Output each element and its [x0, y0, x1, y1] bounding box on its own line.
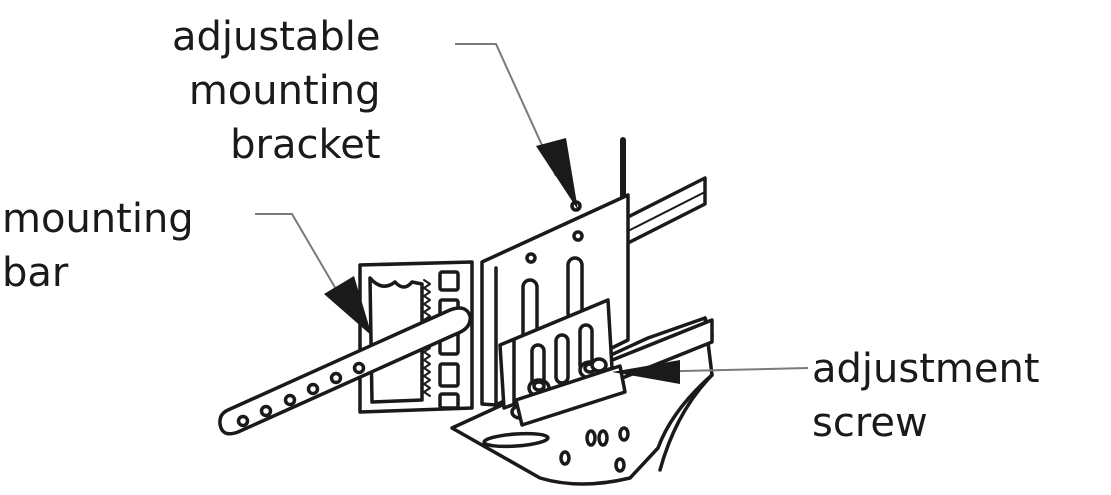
hardware-illustration [218, 137, 714, 486]
screw-label-line-2: screw [812, 400, 928, 446]
bar-label-line-2: bar [2, 250, 69, 296]
bracket-label-line-2: mounting [188, 68, 381, 114]
rear-rail [624, 176, 707, 246]
tab-plate [514, 364, 627, 427]
leader-arrowheads [324, 138, 680, 384]
bar-leader-line [255, 213, 341, 297]
bracket-label-line-1: adjustable [172, 14, 381, 60]
bracket-label-line-3: bracket [230, 122, 381, 168]
mounting-bar [218, 306, 472, 436]
bracket-callout: adjustable mounting bracket [172, 10, 381, 172]
bar-label-line-1: mounting [2, 196, 194, 242]
bar-arrowhead [324, 276, 372, 336]
screw-arrowhead [612, 360, 680, 384]
bracket-arrowhead [536, 138, 578, 210]
screw-callout: adjustment screw [812, 342, 1040, 450]
screw-label-line-1: adjustment [812, 346, 1040, 392]
bar-callout: mounting bar [2, 192, 194, 300]
bracket-leader-line [455, 43, 557, 177]
